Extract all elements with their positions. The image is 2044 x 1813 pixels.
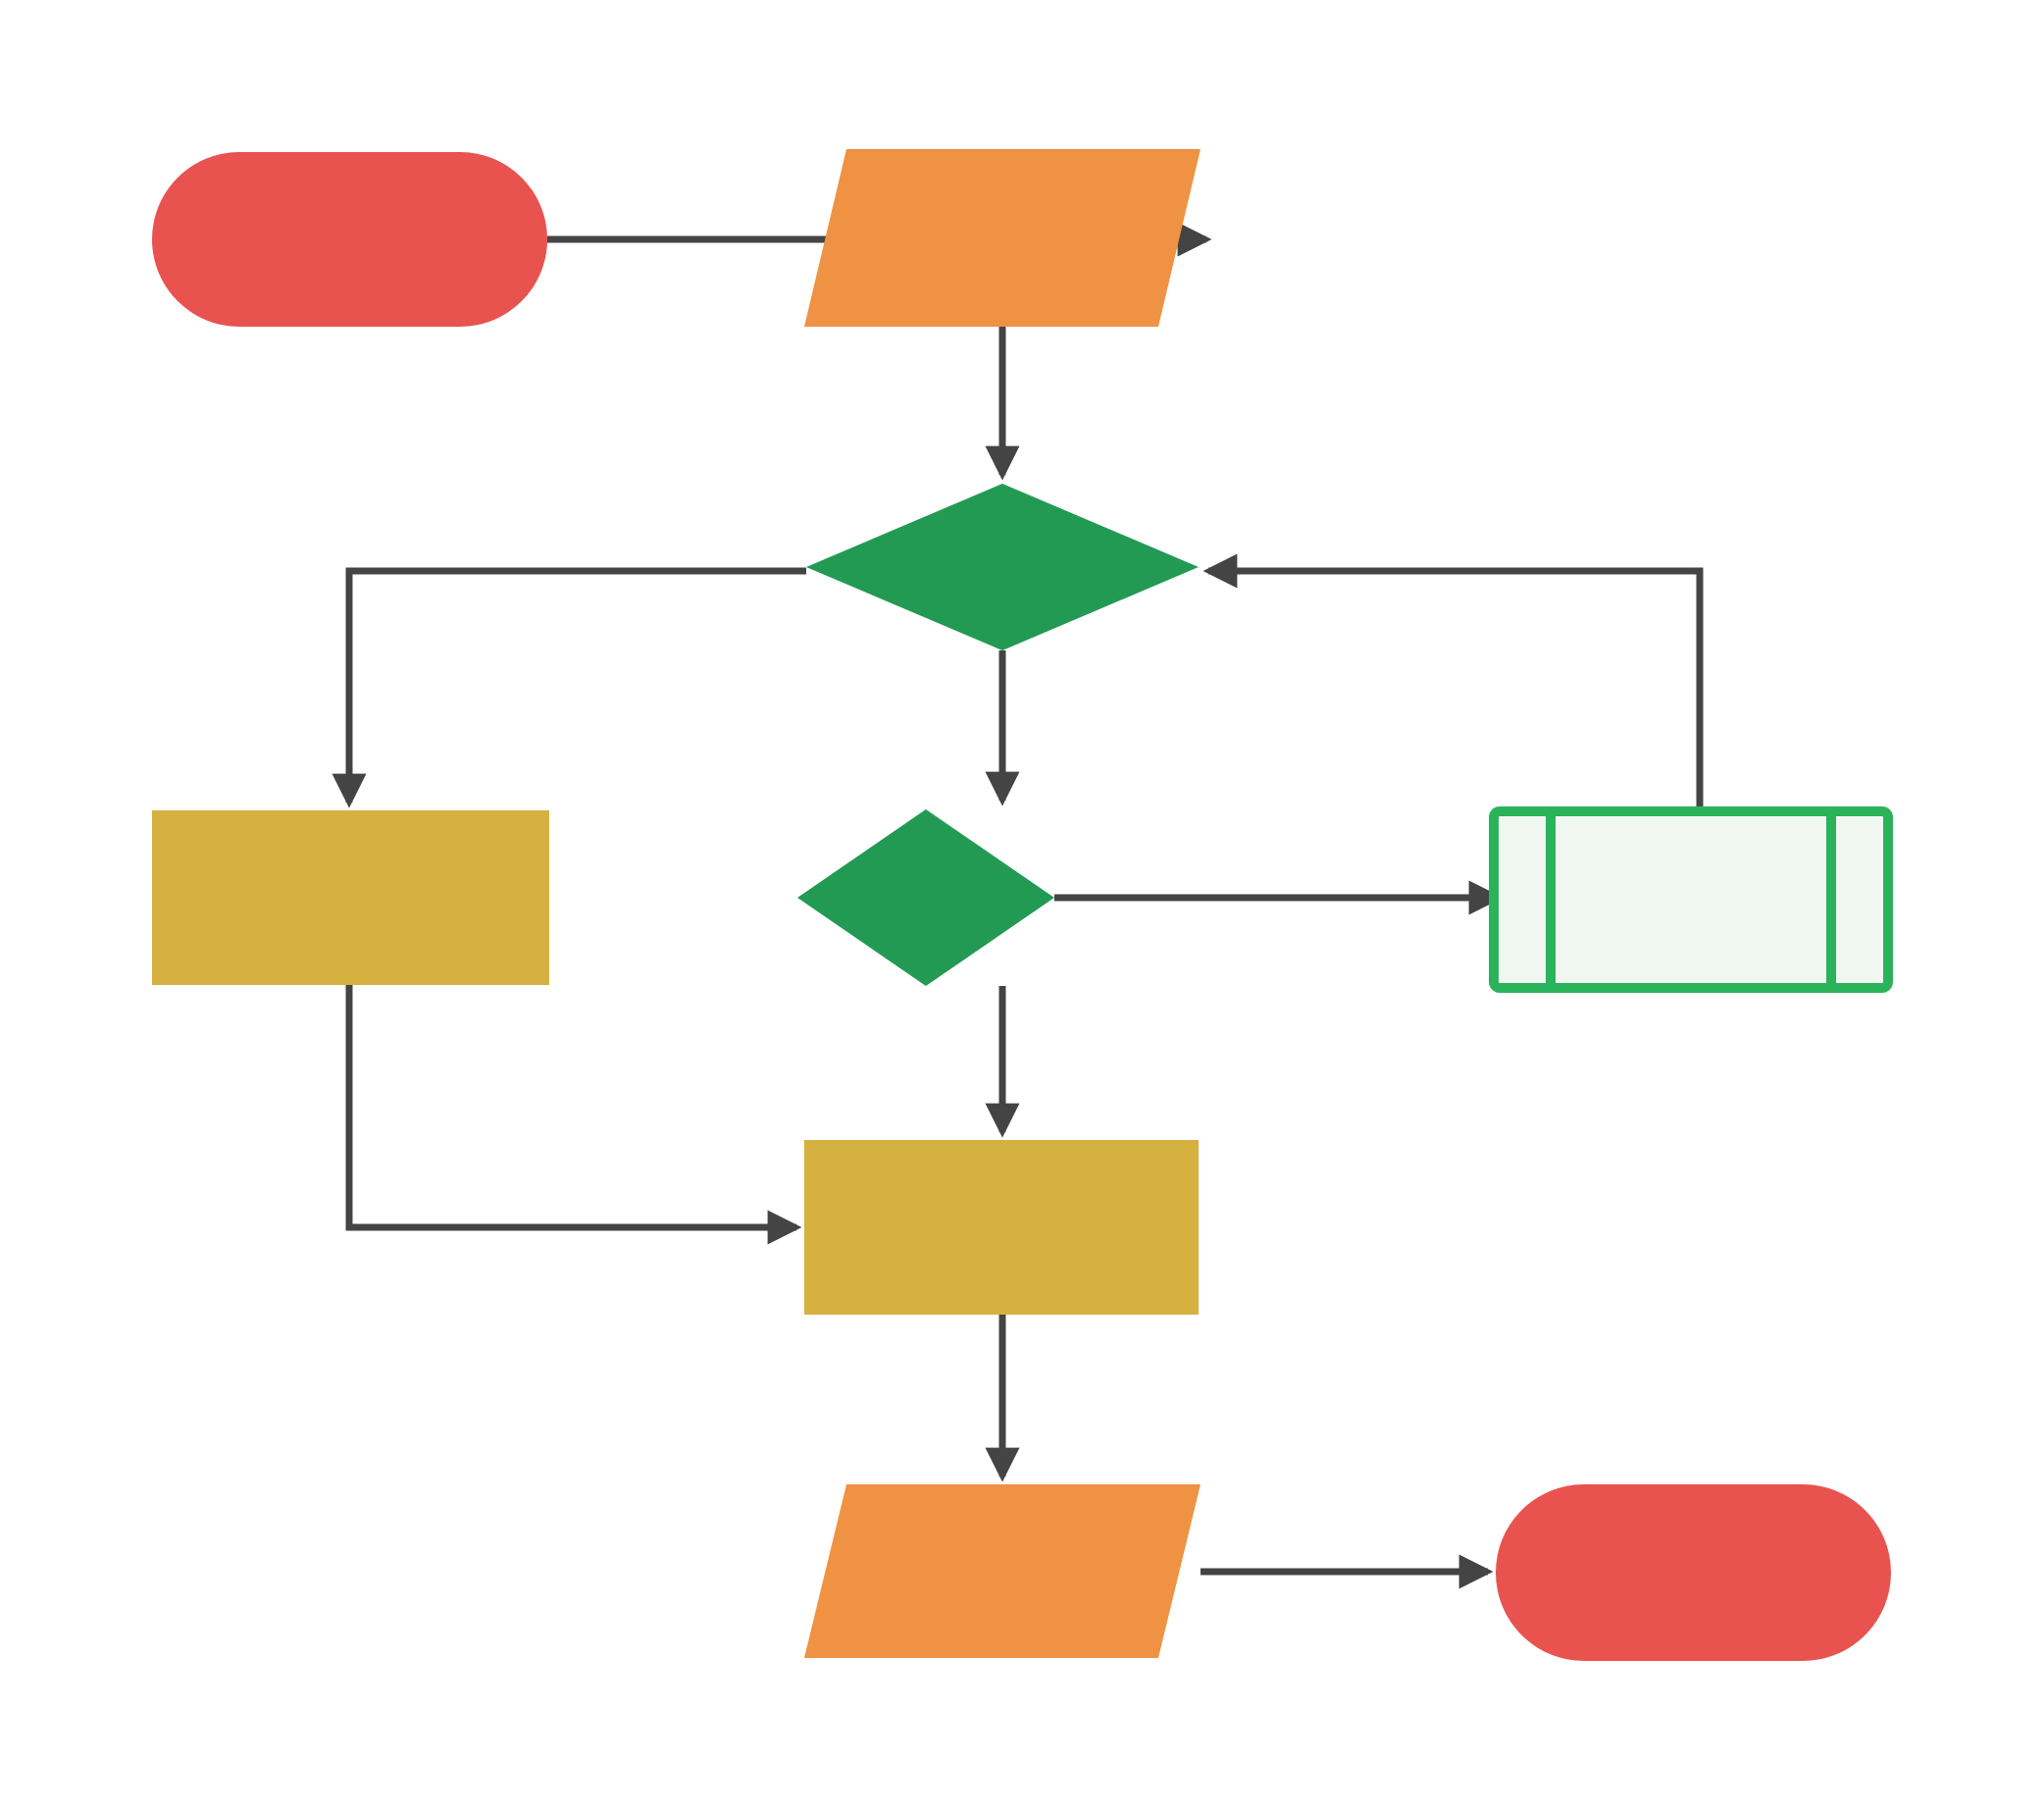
flow-node-process-left[interactable] bbox=[152, 810, 549, 985]
process-rect-shape bbox=[152, 810, 549, 985]
decision-diamond-shape bbox=[797, 809, 1054, 986]
flow-node-start[interactable] bbox=[152, 152, 547, 327]
flow-node-input[interactable] bbox=[804, 149, 1201, 327]
subroutine-outer-shape bbox=[1489, 806, 1893, 993]
flow-node-process-center[interactable] bbox=[804, 1140, 1199, 1315]
flow-node-output[interactable] bbox=[804, 1484, 1201, 1658]
process-rect-shape bbox=[804, 1140, 1199, 1315]
nodes-layer bbox=[152, 149, 1893, 1661]
flow-connector[interactable] bbox=[1202, 553, 1704, 806]
flow-connector[interactable] bbox=[345, 985, 802, 1245]
io-parallelogram-shape bbox=[804, 149, 1201, 327]
flow-connector[interactable] bbox=[332, 567, 806, 808]
flow-node-decision-1[interactable] bbox=[806, 484, 1199, 650]
terminator-shape bbox=[152, 152, 547, 327]
terminator-shape bbox=[1496, 1484, 1891, 1661]
flow-node-decision-2[interactable] bbox=[797, 809, 1054, 986]
decision-diamond-shape bbox=[806, 484, 1199, 650]
io-parallelogram-shape bbox=[804, 1484, 1201, 1658]
flow-node-end[interactable] bbox=[1496, 1484, 1891, 1661]
flow-node-subroutine[interactable] bbox=[1489, 806, 1893, 993]
